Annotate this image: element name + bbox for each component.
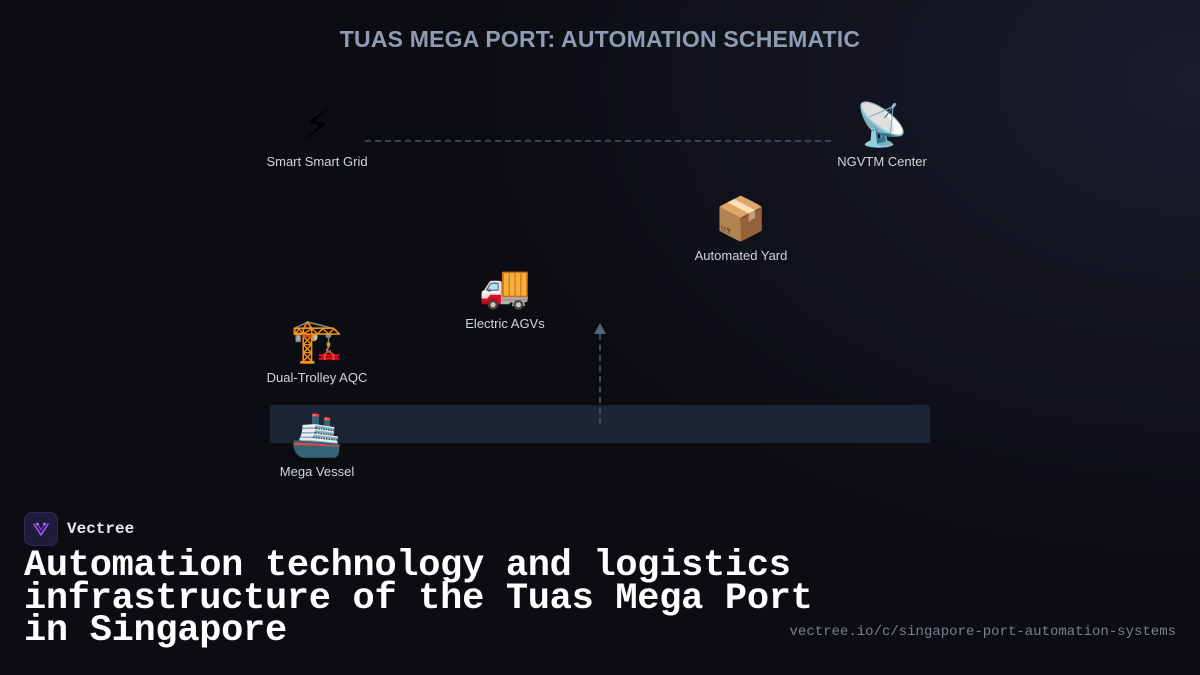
connector-grid-to-ngvtm <box>365 140 831 142</box>
delivery-truck-icon: 🚚 <box>478 262 532 311</box>
package-box-icon: 📦 <box>714 194 768 243</box>
node-mega-vessel: 🚢 Mega Vessel <box>237 410 397 479</box>
brand-name: Vectree <box>67 520 135 538</box>
satellite-dish-icon: 📡 <box>855 100 909 149</box>
node-label: Smart Smart Grid <box>266 154 368 169</box>
connector-quay-to-agv <box>599 334 601 424</box>
node-label: Dual-Trolley AQC <box>266 370 368 385</box>
node-dual-trolley-aqc: 🏗️ Dual-Trolley AQC <box>237 316 397 385</box>
vectree-logo-icon <box>24 512 58 546</box>
node-label: NGVTM Center <box>837 154 927 169</box>
node-smart-grid: ⚡ Smart Smart Grid <box>237 100 397 169</box>
arrow-up-icon <box>594 323 606 334</box>
lightning-bolt-icon: ⚡ <box>302 100 332 149</box>
node-automated-yard: 📦 Automated Yard <box>661 194 821 263</box>
ship-icon: 🚢 <box>290 410 344 459</box>
headline: Automation technology and logistics infr… <box>24 545 813 652</box>
source-url[interactable]: vectree.io/c/singapore-port-automation-s… <box>789 624 1176 640</box>
construction-crane-icon: 🏗️ <box>290 316 344 365</box>
node-electric-agvs: 🚚 Electric AGVs <box>425 262 585 331</box>
node-label: Electric AGVs <box>465 316 545 331</box>
node-label: Mega Vessel <box>279 464 355 479</box>
node-ngvtm-center: 📡 NGVTM Center <box>802 100 962 169</box>
brand: Vectree <box>24 512 134 546</box>
node-label: Automated Yard <box>694 248 788 263</box>
diagram-title: TUAS MEGA PORT: AUTOMATION SCHEMATIC <box>339 26 861 52</box>
